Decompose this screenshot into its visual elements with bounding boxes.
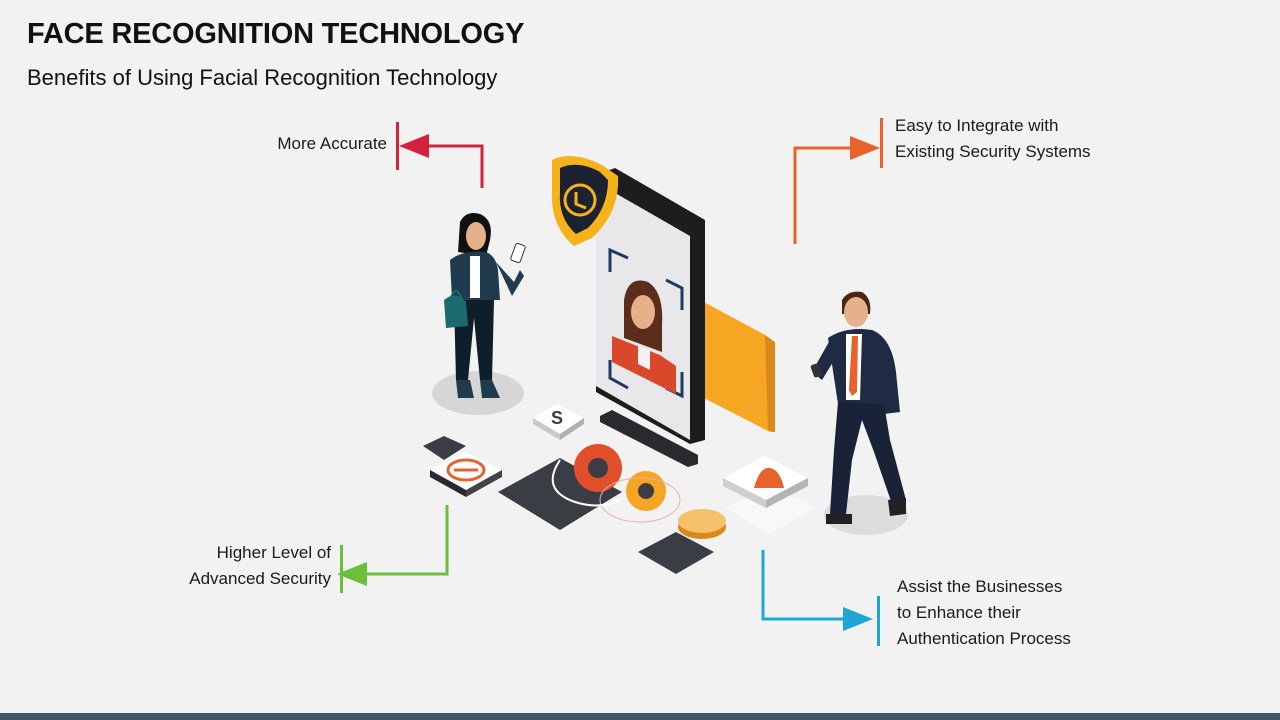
slide-subtitle: Benefits of Using Facial Recognition Tec… bbox=[27, 65, 498, 90]
orange-card bbox=[700, 300, 775, 432]
man-figure bbox=[810, 291, 906, 524]
gear-large-hole bbox=[588, 458, 608, 478]
arrow-easy-integrate bbox=[793, 136, 880, 244]
woman-figure bbox=[444, 213, 526, 398]
gear-ring bbox=[599, 477, 681, 523]
benefit-line: Advanced Security bbox=[189, 569, 331, 588]
benefit-line: More Accurate bbox=[277, 134, 387, 153]
face-collar bbox=[638, 346, 650, 370]
arrow-assist-businesses bbox=[761, 550, 873, 631]
gear-small-hole bbox=[638, 483, 654, 499]
orange-card-side bbox=[765, 335, 775, 432]
block-tile-edge bbox=[430, 470, 466, 497]
arrow-more-accurate bbox=[399, 134, 484, 188]
benefit-assist-businesses: Assist the Businesses to Enhance their A… bbox=[897, 574, 1071, 652]
benefit-divider-blue bbox=[877, 596, 880, 646]
benefit-line: Existing Security Systems bbox=[895, 142, 1091, 161]
coin-tile-edge-right bbox=[560, 418, 584, 440]
benefit-line: Assist the Businesses bbox=[897, 577, 1063, 596]
footer-bar bbox=[0, 713, 1280, 720]
coin-tile-edge bbox=[533, 418, 560, 440]
benefit-divider-red bbox=[396, 122, 399, 170]
shield-inner bbox=[559, 164, 608, 234]
benefit-line: Authentication Process bbox=[897, 629, 1071, 648]
benefit-more-accurate: More Accurate bbox=[277, 131, 387, 157]
bell-tile-edge-right bbox=[766, 478, 808, 508]
coin-stack-top bbox=[678, 509, 726, 533]
coin-letter: S bbox=[551, 408, 563, 428]
benefit-easy-integrate: Easy to Integrate with Existing Security… bbox=[895, 113, 1091, 165]
floor-tile-small bbox=[423, 436, 466, 460]
bell-tile-edge bbox=[723, 478, 766, 508]
arc-line bbox=[551, 459, 621, 507]
phone-stand bbox=[600, 410, 698, 467]
benefit-line: Easy to Integrate with bbox=[895, 116, 1059, 135]
arrow-advanced-security bbox=[337, 505, 449, 586]
block-icon bbox=[446, 458, 486, 482]
shadow-woman bbox=[432, 371, 524, 415]
benefit-advanced-security: Higher Level of Advanced Security bbox=[189, 540, 331, 592]
benefit-divider-orange bbox=[880, 118, 883, 168]
clock-icon bbox=[563, 183, 597, 217]
benefit-line: to Enhance their bbox=[897, 603, 1021, 622]
scan-frame-icon bbox=[608, 247, 684, 399]
face-skin bbox=[631, 295, 655, 329]
benefit-line: Higher Level of bbox=[216, 543, 331, 562]
clock-hands bbox=[574, 192, 587, 210]
bell-icon bbox=[754, 467, 784, 488]
slide-title: FACE RECOGNITION TECHNOLOGY bbox=[27, 18, 525, 50]
floor-tile-bottom bbox=[638, 532, 714, 574]
block-tile-edge-right bbox=[466, 470, 502, 497]
